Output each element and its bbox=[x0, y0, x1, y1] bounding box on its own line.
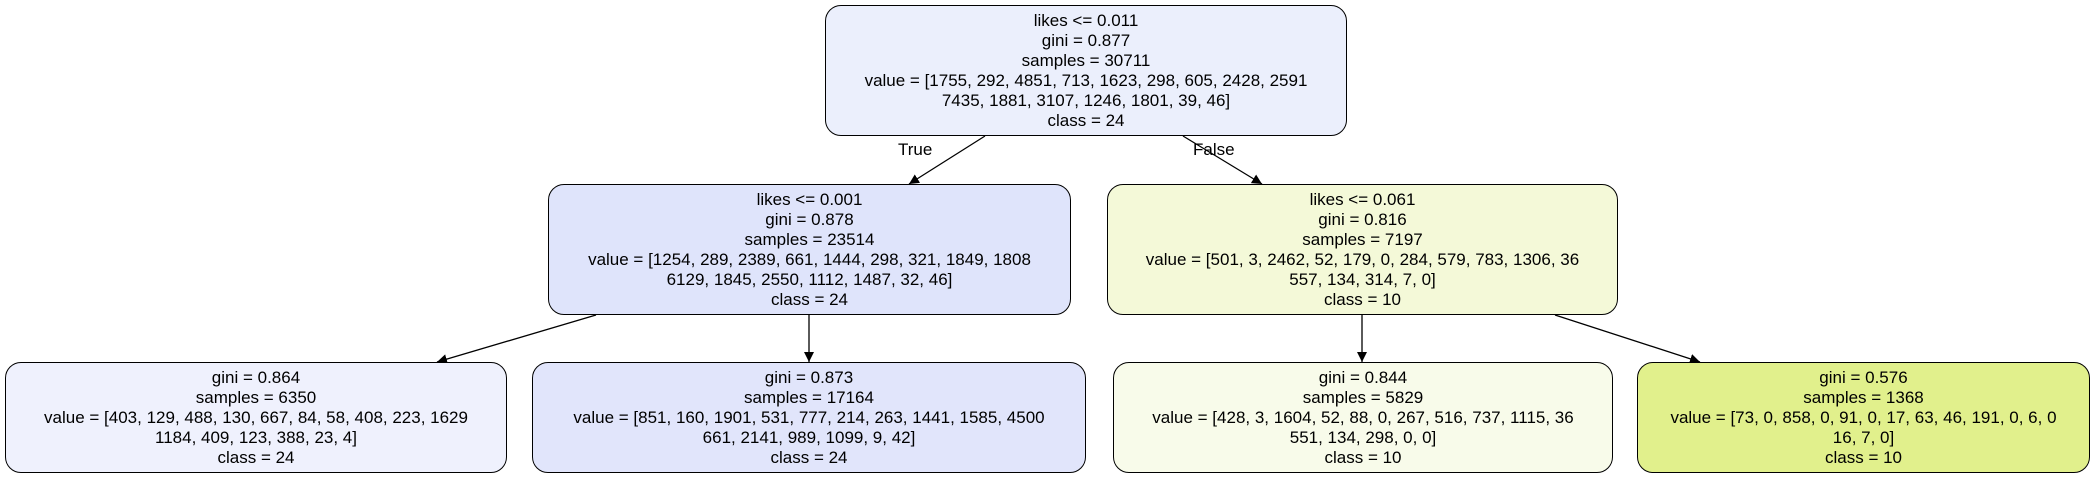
edge-label-true: True bbox=[898, 140, 933, 159]
node-line: class = 24 bbox=[1047, 110, 1125, 130]
node-line: value = [428, 3, 1604, 52, 88, 0, 267, 5… bbox=[1152, 407, 1574, 427]
node-line: class = 24 bbox=[770, 289, 848, 309]
node-line: samples = 1368 bbox=[1803, 387, 1924, 407]
node-line: 557, 134, 314, 7, 0] bbox=[1289, 269, 1436, 289]
node-line: value = [403, 129, 488, 130, 667, 84, 58… bbox=[44, 407, 468, 427]
edge-left-to-left-left bbox=[436, 314, 597, 364]
node-line: class = 10 bbox=[1323, 289, 1401, 309]
node-line: value = [1254, 289, 2389, 661, 1444, 298… bbox=[588, 249, 1031, 269]
node-line: 661, 2141, 989, 1099, 9, 42] bbox=[702, 427, 916, 447]
edge-root-to-right bbox=[1182, 135, 1263, 185]
node-line: value = [73, 0, 858, 0, 91, 0, 17, 63, 4… bbox=[1670, 407, 2057, 427]
node-line: samples = 6350 bbox=[195, 387, 317, 407]
node-line: value = [501, 3, 2462, 52, 179, 0, 284, … bbox=[1145, 249, 1580, 269]
tree-node-right: likes <= 0.061 gini = 0.816 samples = 71… bbox=[1107, 184, 1618, 315]
node-line: 551, 134, 298, 0, 0] bbox=[1289, 427, 1437, 447]
node-line: class = 10 bbox=[1324, 447, 1402, 467]
node-line: samples = 17164 bbox=[744, 387, 874, 407]
node-line: 16, 7, 0] bbox=[1832, 427, 1895, 447]
node-line: samples = 30711 bbox=[1021, 50, 1151, 70]
node-line: 7435, 1881, 3107, 1246, 1801, 39, 46] bbox=[941, 90, 1231, 110]
node-line: class = 24 bbox=[770, 447, 848, 467]
tree-leaf-left-left: gini = 0.864 samples = 6350 value = [403… bbox=[5, 362, 507, 473]
node-line: likes <= 0.011 bbox=[1033, 10, 1139, 30]
node-line: class = 10 bbox=[1824, 447, 1902, 467]
node-line: gini = 0.864 bbox=[211, 367, 301, 387]
tree-leaf-right-left: gini = 0.844 samples = 5829 value = [428… bbox=[1113, 362, 1613, 473]
node-line: gini = 0.878 bbox=[765, 209, 854, 229]
node-line: class = 24 bbox=[217, 447, 295, 467]
node-line: gini = 0.844 bbox=[1318, 367, 1408, 387]
node-line: gini = 0.816 bbox=[1318, 209, 1407, 229]
tree-node-left: likes <= 0.001 gini = 0.878 samples = 23… bbox=[548, 184, 1071, 315]
edge-right-to-right-right bbox=[1554, 314, 1701, 364]
tree-node-root: likes <= 0.011 gini = 0.877 samples = 30… bbox=[825, 5, 1347, 136]
node-line: likes <= 0.001 bbox=[756, 189, 863, 209]
node-line: value = [1755, 292, 4851, 713, 1623, 298… bbox=[864, 70, 1308, 90]
node-line: gini = 0.873 bbox=[764, 367, 854, 387]
node-line: 6129, 1845, 2550, 1112, 1487, 32, 46] bbox=[666, 269, 953, 289]
edge-label-false: False bbox=[1193, 140, 1235, 159]
node-line: samples = 7197 bbox=[1302, 229, 1423, 249]
node-line: value = [851, 160, 1901, 531, 777, 214, … bbox=[573, 407, 1045, 427]
node-line: samples = 5829 bbox=[1302, 387, 1424, 407]
edge-root-to-left bbox=[908, 135, 986, 185]
node-line: gini = 0.877 bbox=[1041, 30, 1131, 50]
node-line: likes <= 0.061 bbox=[1309, 189, 1416, 209]
node-line: gini = 0.576 bbox=[1819, 367, 1908, 387]
node-line: 1184, 409, 123, 388, 23, 4] bbox=[155, 427, 357, 447]
tree-leaf-left-right: gini = 0.873 samples = 17164 value = [85… bbox=[532, 362, 1086, 473]
tree-leaf-right-right: gini = 0.576 samples = 1368 value = [73,… bbox=[1637, 362, 2090, 473]
node-line: samples = 23514 bbox=[744, 229, 875, 249]
